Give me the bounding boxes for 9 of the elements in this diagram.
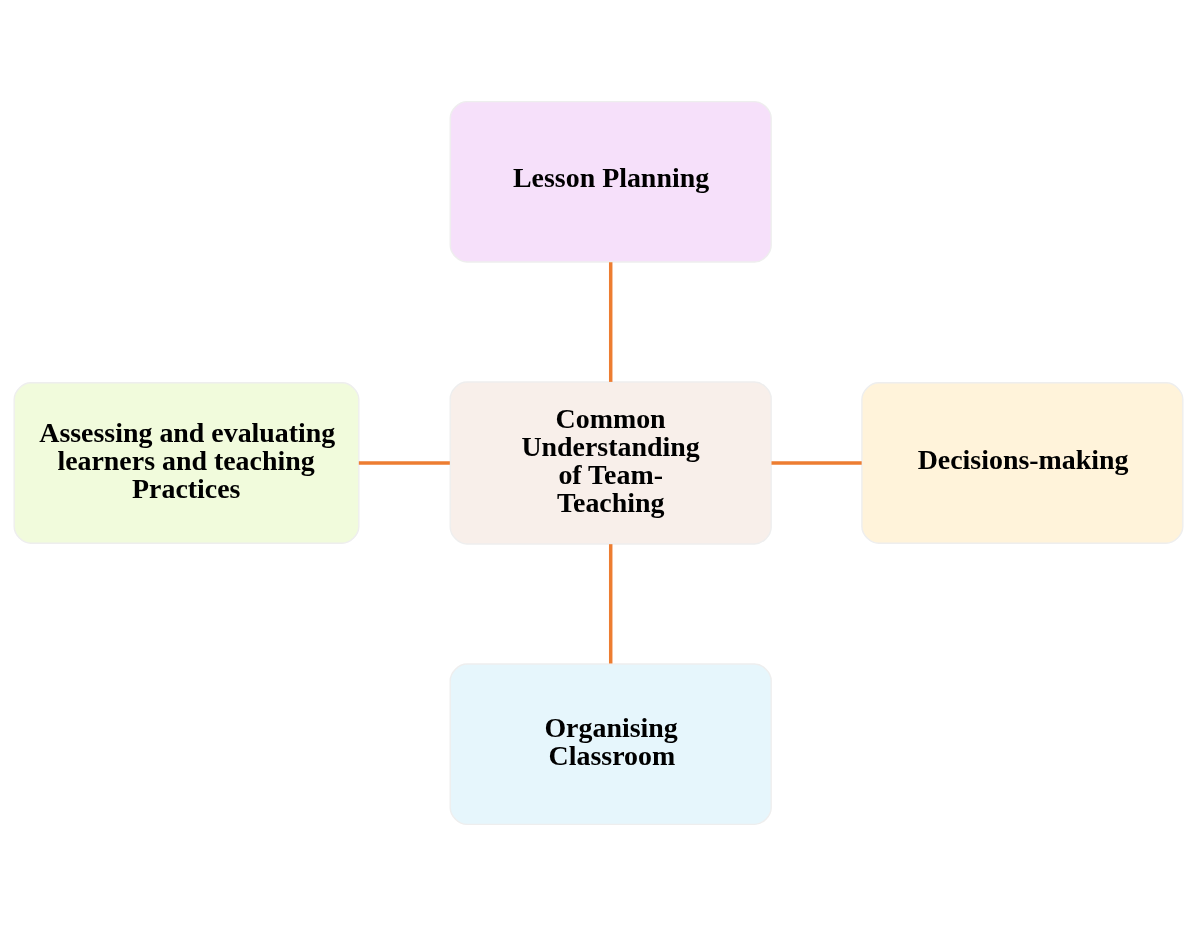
connector (608, 261, 613, 382)
node-box: Organising Classroom (449, 662, 772, 825)
node-box: Lesson Planning (449, 100, 772, 263)
connector (608, 543, 613, 663)
connector (771, 460, 862, 465)
node-box: Decisions-making (861, 381, 1184, 544)
node-box: Common Understanding of Team-Teaching (449, 380, 772, 545)
connector (358, 460, 450, 465)
node-box: Assessing and evaluating learners and teaching Practices (13, 381, 360, 544)
